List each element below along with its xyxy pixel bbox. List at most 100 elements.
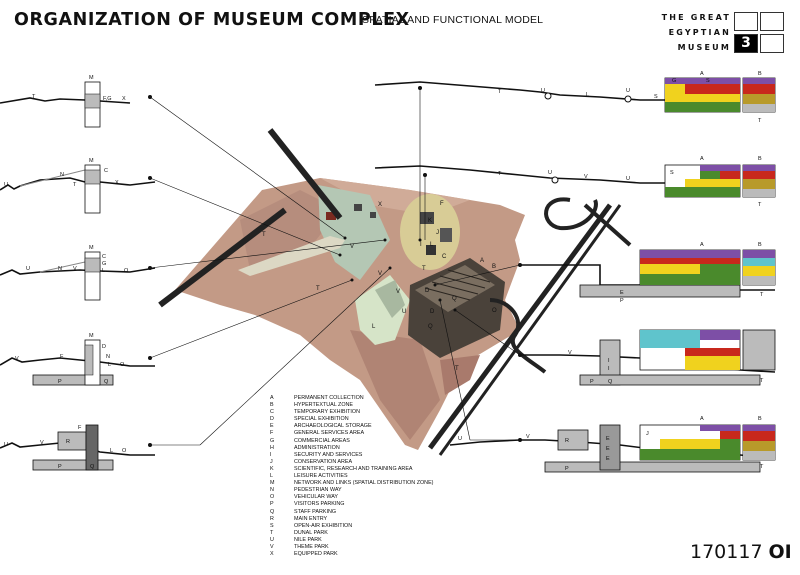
- page-title: ORGANIZATION OF MUSEUM COMPLEX: [14, 10, 410, 30]
- desert-shade-2: [350, 330, 440, 440]
- plan-label: T: [422, 266, 426, 272]
- plan-label: V: [378, 271, 382, 277]
- exhibition-block-a: [664, 77, 741, 113]
- legend-label: PEDESTRIAN WAY: [294, 487, 342, 494]
- legend-label: STAFF PARKING: [294, 508, 337, 515]
- plan-label: T: [316, 286, 320, 292]
- logo-cell: [760, 34, 784, 53]
- section-label: E: [606, 446, 610, 452]
- road-4: [438, 204, 622, 456]
- legend-letter: R: [270, 515, 274, 522]
- section-label: T: [760, 464, 764, 470]
- section-label: U: [4, 182, 8, 188]
- section-label: Q: [90, 464, 95, 470]
- leisure-area-2: [375, 280, 405, 318]
- legend-label: ARCHAEOLOGICAL STORAGE: [294, 423, 372, 430]
- plan-label: D: [430, 309, 435, 315]
- plan-label: C: [442, 254, 447, 260]
- section-label: X: [122, 96, 126, 102]
- legend-letter: J: [270, 458, 273, 465]
- section-label: S: [706, 78, 710, 84]
- section-label: C: [102, 254, 106, 260]
- legend-label: SPECIAL EXHIBITION: [294, 416, 349, 423]
- legend-letter: X: [270, 551, 274, 558]
- plan-labels: X T V V L U V T K F J I L A B D O T T Q …: [262, 201, 497, 372]
- exhibition-block-a: [639, 249, 741, 286]
- interchange-loop: [544, 197, 598, 231]
- plan-label: U: [402, 309, 406, 315]
- section-label: E: [620, 290, 624, 296]
- section-label: R: [565, 438, 569, 444]
- left-section-1: T M F,G X: [0, 75, 131, 128]
- section-label: G: [102, 261, 106, 267]
- roof-line: [439, 275, 486, 289]
- legend-letter: E: [270, 423, 274, 430]
- legend-letter: D: [270, 416, 274, 423]
- exhibition-block-b: [742, 249, 776, 286]
- plan-label: B: [492, 264, 496, 270]
- legend-label: OPEN-AIR EXHIBITION: [294, 522, 353, 529]
- legend-letter: L: [270, 473, 273, 480]
- section-label: V: [15, 356, 19, 362]
- building-k: [420, 212, 434, 224]
- section-label: P: [620, 298, 624, 304]
- section-label: O: [122, 448, 127, 454]
- legend-letter: U: [270, 536, 274, 543]
- legend-label: VEHICULAR WAY: [294, 494, 339, 501]
- exhibition-block-b: [742, 329, 776, 371]
- legend-label: HYPERTEXTUAL ZONE: [294, 402, 354, 409]
- section-label: C: [104, 168, 108, 174]
- section-label: A: [700, 71, 704, 77]
- logo-cell: [760, 12, 784, 31]
- section-label: V: [526, 434, 530, 440]
- road-1: [267, 128, 343, 220]
- section-label: O: [124, 268, 129, 274]
- legend-letter: K: [270, 465, 274, 472]
- interchange-loop-2: [489, 298, 547, 374]
- section-label: P: [58, 464, 62, 470]
- section-label: U: [626, 88, 630, 94]
- exhibition-block-b: [742, 424, 776, 461]
- legend-label: EQUIPPED PARK: [294, 551, 338, 558]
- section-label: T: [758, 202, 762, 208]
- section-label: J: [646, 431, 649, 437]
- site-plan: [158, 128, 632, 456]
- legend-letter: B: [270, 402, 274, 409]
- legend-item: B HYPERTEXTUAL ZONE: [270, 402, 433, 409]
- left-section-2: U N T M C X: [0, 158, 156, 214]
- section-label: P: [565, 466, 569, 472]
- section-label: U: [626, 176, 630, 182]
- logo-grid: 3: [734, 12, 788, 56]
- plan-label: D: [425, 288, 430, 294]
- legend-letter: A: [270, 395, 274, 401]
- plan-label: V: [350, 244, 354, 250]
- legend-label: NILE PARK: [294, 536, 322, 543]
- exhibition-block-b: [742, 77, 776, 113]
- section-label: M: [89, 75, 94, 81]
- legend-letter: G: [270, 437, 275, 444]
- section-label: F: [60, 354, 64, 360]
- section-label: U: [458, 436, 462, 442]
- section-label: V: [568, 350, 572, 356]
- legend-label: LEISURE ACTIVITIES: [294, 473, 348, 480]
- plan-label: Q: [452, 296, 457, 302]
- roof-line: [447, 269, 491, 283]
- section-label: V: [40, 440, 44, 446]
- section-label: L: [586, 92, 589, 98]
- legend-label: TEMPORARY EXHIBITION: [294, 409, 360, 416]
- section-label: N: [106, 354, 110, 360]
- section-label: V: [73, 266, 77, 272]
- section-label: U: [548, 170, 552, 176]
- section-label: M: [89, 158, 94, 164]
- left-section-3: U N V M C G L O: [0, 245, 156, 301]
